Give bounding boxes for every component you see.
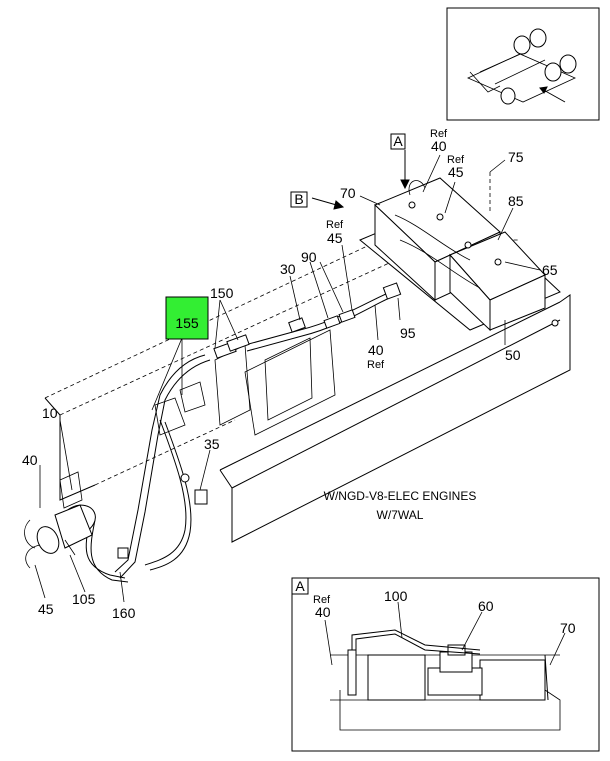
- ref-40-mid: Ref: [367, 359, 385, 371]
- detail-a-ref: Ref: [313, 594, 331, 606]
- callout-75[interactable]: 75: [508, 149, 524, 165]
- detail-a-callout-40[interactable]: 40: [315, 604, 331, 620]
- battery-cables: [85, 282, 402, 583]
- ref-45-mid: Ref: [326, 219, 344, 231]
- view-a-marker[interactable]: A: [393, 133, 403, 149]
- detail-a-callout-60[interactable]: 60: [478, 598, 494, 614]
- ref-45-top: Ref: [447, 154, 465, 166]
- ref-40-top: Ref: [430, 128, 448, 140]
- callout-155[interactable]: 155: [175, 315, 199, 331]
- callout-10[interactable]: 10: [42, 405, 58, 421]
- detail-a-tag: A: [295, 578, 305, 594]
- detail-a-callout-100[interactable]: 100: [384, 588, 408, 604]
- view-b-marker-box: [290, 191, 308, 208]
- callout-95[interactable]: 95: [400, 325, 416, 341]
- callout-155-highlight[interactable]: [165, 296, 209, 340]
- view-a-marker-box: [390, 133, 406, 150]
- callout-45-left[interactable]: 45: [38, 601, 54, 617]
- callout-45-top[interactable]: 45: [448, 164, 464, 180]
- callout-50[interactable]: 50: [505, 347, 521, 363]
- callout-45-mid[interactable]: 45: [327, 230, 343, 246]
- locator-inset: [446, 7, 600, 121]
- starter-motor: [24, 471, 96, 569]
- callout-160[interactable]: 160: [112, 605, 136, 621]
- detail-a-callout-70[interactable]: 70: [560, 620, 576, 636]
- callout-85[interactable]: 85: [508, 193, 524, 209]
- callout-90[interactable]: 90: [301, 249, 317, 265]
- callout-70[interactable]: 70: [340, 185, 356, 201]
- detail-view-a: [291, 577, 600, 752]
- view-b-marker[interactable]: B: [294, 191, 303, 207]
- callout-65[interactable]: 65: [542, 262, 558, 278]
- engine-note-line2: W/7WAL: [377, 508, 424, 522]
- battery-box: [359, 172, 561, 332]
- callout-40-mid[interactable]: 40: [368, 342, 384, 358]
- leader-lines: [34, 150, 541, 603]
- callout-30[interactable]: 30: [280, 261, 296, 277]
- callout-105[interactable]: 105: [72, 591, 96, 607]
- callout-150[interactable]: 150: [210, 285, 234, 301]
- callout-40-top[interactable]: 40: [431, 138, 447, 154]
- callout-35[interactable]: 35: [204, 436, 220, 452]
- engine-note-line1: W/NGD-V8-ELEC ENGINES: [324, 489, 477, 503]
- callout-40-left[interactable]: 40: [22, 452, 38, 468]
